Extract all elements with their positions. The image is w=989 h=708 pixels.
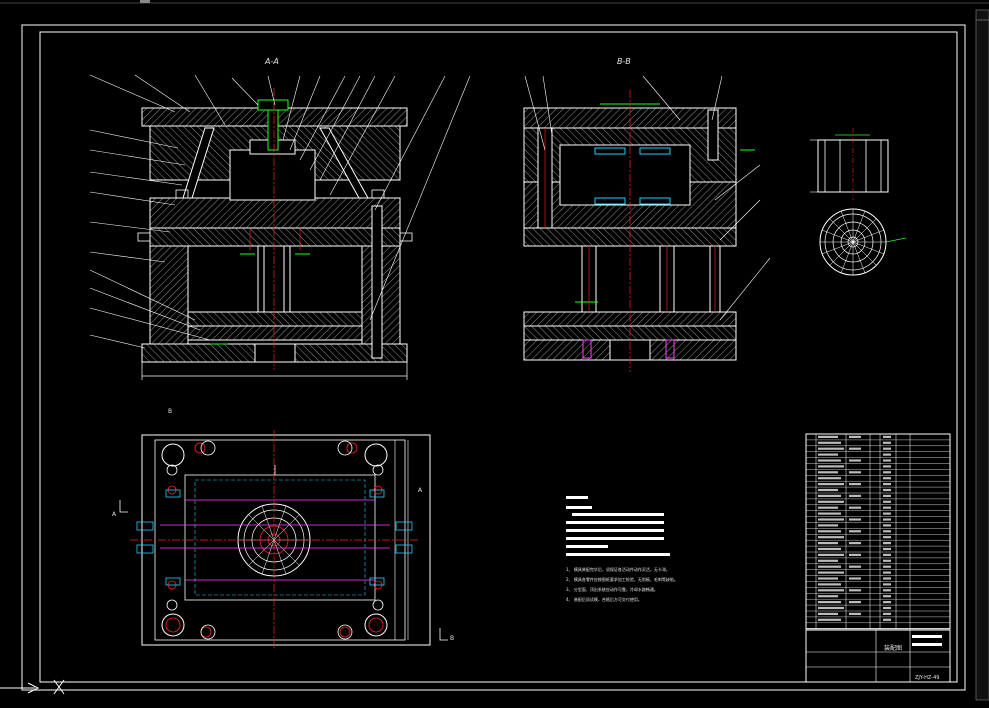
view-mark-b-top: B xyxy=(168,408,172,415)
view-mark-a-left: A xyxy=(112,511,117,518)
section-bb-label: B-B xyxy=(617,57,631,66)
title-block-title: 装配图 xyxy=(884,644,902,652)
title-block[interactable]: 装配图 ZJY-HZ-49 xyxy=(805,629,951,683)
outer-frame xyxy=(21,24,966,691)
technical-requirements[interactable]: 1、 模具装配完毕后，须保证各活动件动作灵活，无卡滞。 2、 模具各零件应按图纸… xyxy=(566,496,678,602)
section-aa-view[interactable]: A-A xyxy=(89,57,471,380)
view-mark-a-right: A xyxy=(418,487,423,494)
section-aa-label: A-A xyxy=(264,57,279,66)
note-line-4: 4、 装配后须试模，合格后方可交付使用。 xyxy=(566,596,642,602)
note-line-2: 2、 模具各零件应按图纸要求加工检验，无划痕、毛刺等缺陷。 xyxy=(566,576,678,582)
section-bb-view[interactable]: B-B xyxy=(523,57,771,372)
part-detail-view[interactable] xyxy=(810,128,907,276)
inner-frame xyxy=(39,31,958,683)
title-block-drawing-no: ZJY-HZ-49 xyxy=(915,675,939,681)
view-mark-b-bottom: B xyxy=(450,635,454,642)
plan-view[interactable]: A A B B xyxy=(112,408,454,650)
parts-list-table[interactable] xyxy=(805,433,951,630)
note-line-1: 1、 模具装配完毕后，须保证各活动件动作灵活，无卡滞。 xyxy=(566,566,670,572)
top-menu-remnant xyxy=(0,0,989,4)
vertical-scrollbar[interactable] xyxy=(975,9,989,701)
ucs-icon xyxy=(0,679,65,695)
note-line-3: 3、 分型面、顶出系统应动作可靠，冷却水路畅通。 xyxy=(566,586,658,592)
